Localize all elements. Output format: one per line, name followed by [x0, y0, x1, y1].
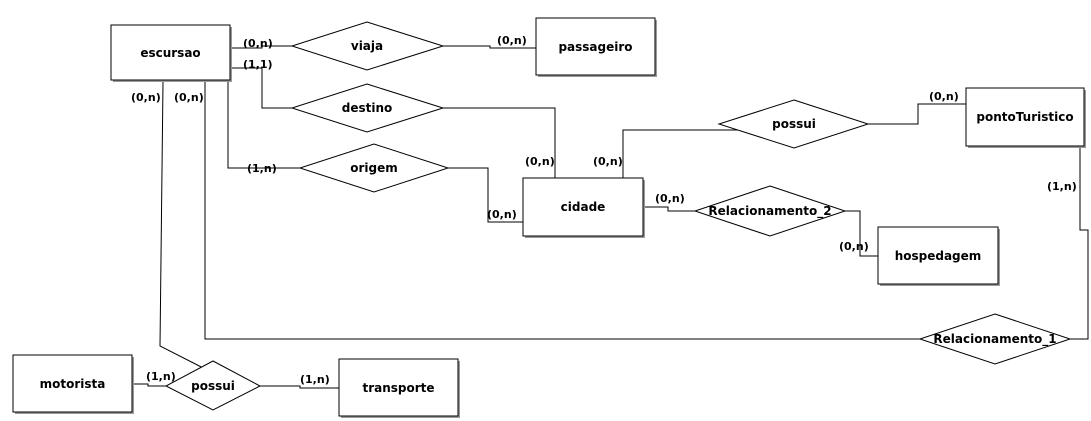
card-escursao-destino: (1,1) — [243, 58, 273, 71]
card-destino-cidade: (0,n) — [525, 155, 555, 168]
entity-cidade-label: cidade — [561, 200, 606, 214]
card-ponto-rel1: (1,n) — [1047, 180, 1077, 193]
entity-escursao[interactable]: escursao — [110, 24, 232, 82]
cardinality-labels: (0,n) (0,n) (1,1) (0,n) (0,n) (1,n) (0,n… — [131, 34, 1077, 386]
card-motorista-possui: (1,n) — [146, 370, 176, 383]
card-possui-transporte: (1,n) — [300, 373, 330, 386]
entity-pontoTuristico-label: pontoTuristico — [976, 110, 1073, 124]
entity-escursao-label: escursao — [140, 46, 200, 60]
card-cidade-rel2: (0,n) — [655, 192, 685, 205]
connector-lines — [132, 45, 1089, 389]
entity-transporte[interactable]: transporte — [338, 358, 460, 418]
card-escursao-origem: (1,n) — [247, 162, 277, 175]
card-origem-cidade: (0,n) — [487, 208, 517, 221]
relationship-possui-transporte[interactable]: possui — [164, 360, 262, 411]
link-escursao-destino — [230, 67, 292, 109]
entity-motorista-label: motorista — [40, 377, 106, 391]
relationship-relacionamento-2-label: Relacionamento_2 — [708, 204, 831, 219]
relationship-relacionamento-1-label: Relacionamento_1 — [933, 332, 1056, 347]
relationship-destino-label: destino — [342, 101, 393, 115]
entity-pontoTuristico[interactable]: pontoTuristico — [965, 87, 1086, 148]
link-cidade-possui — [622, 129, 755, 178]
relationship-destino[interactable]: destino — [290, 83, 445, 133]
entity-hospedagem-label: hospedagem — [895, 249, 982, 263]
link-origem-cidade — [448, 167, 523, 223]
entity-passageiro[interactable]: passageiro — [535, 17, 657, 77]
card-rel2-hospedagem: (0,n) — [839, 240, 869, 253]
relationship-possui-cidade-label: possui — [772, 117, 816, 131]
link-possui-transporte — [260, 385, 339, 389]
link-ponto-rel1 — [1070, 146, 1089, 340]
link-escursao-origem — [227, 80, 300, 169]
card-escursao-viaja: (0,n) — [243, 37, 273, 50]
card-viaja-passageiro: (0,n) — [497, 34, 527, 47]
card-cidade-possui: (0,n) — [593, 155, 623, 168]
relationship-viaja[interactable]: viaja — [290, 21, 445, 71]
link-rel2-hospedagem — [845, 210, 878, 257]
link-viaja-passageiro — [443, 45, 536, 49]
entity-transporte-label: transporte — [362, 381, 434, 395]
link-escursao-viaja — [230, 45, 292, 49]
card-escursao-possui-left: (0,n) — [131, 91, 161, 104]
card-possui-ponto: (0,n) — [929, 90, 959, 103]
relationship-origem[interactable]: origem — [298, 143, 450, 193]
entity-passageiro-label: passageiro — [558, 40, 632, 54]
link-destino-cidade — [443, 107, 556, 178]
relationship-relacionamento-1[interactable]: Relacionamento_1 — [918, 313, 1072, 365]
card-escursao-rel1: (0,n) — [174, 91, 204, 104]
relationship-origem-label: origem — [350, 161, 398, 175]
relationship-viaja-label: viaja — [351, 39, 383, 53]
entity-cidade[interactable]: cidade — [522, 177, 645, 238]
entity-hospedagem[interactable]: hospedagem — [877, 226, 1000, 286]
link-escursao-rel1 — [204, 80, 920, 340]
relationship-relacionamento-2[interactable]: Relacionamento_2 — [693, 185, 847, 237]
link-cidade-rel2 — [643, 206, 695, 212]
link-possui-ponto — [868, 103, 966, 125]
link-motorista-possui — [132, 383, 166, 387]
relationship-possui-cidade[interactable]: possui — [717, 99, 870, 149]
link-escursao-possui — [159, 81, 214, 374]
relationship-possui-transporte-label: possui — [191, 379, 235, 393]
entity-motorista[interactable]: motorista — [12, 354, 134, 414]
